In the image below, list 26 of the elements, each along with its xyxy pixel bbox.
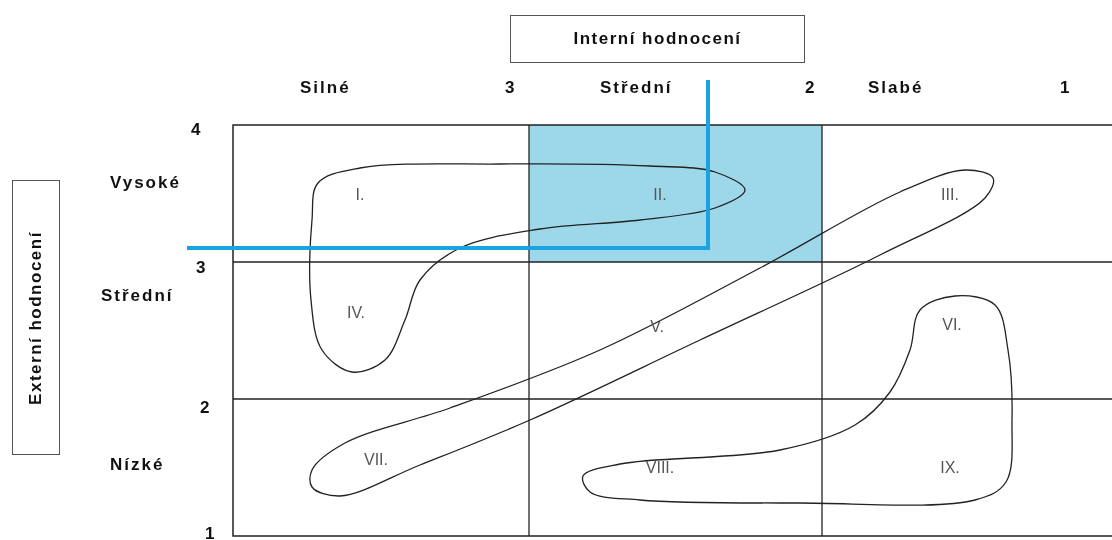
quadrant-number: VII. <box>364 451 388 469</box>
quadrant-number: II. <box>653 186 667 204</box>
scale-number: 2 <box>805 78 817 98</box>
axis-level-label: Slabé <box>868 78 924 98</box>
scale-number: 3 <box>196 258 208 278</box>
axis-level-label: Vysoké <box>110 173 181 193</box>
quadrant-number: V. <box>650 318 664 336</box>
scale-number: 2 <box>200 398 212 418</box>
axis-title: Interní hodnocení <box>573 29 742 49</box>
axis-level-label: Nízké <box>110 455 165 475</box>
axis-title: Externí hodnocení <box>26 230 46 405</box>
quadrant-number: IV. <box>346 304 366 322</box>
axis-level-label: Střední <box>101 286 174 306</box>
quadrant-number: I. <box>355 186 365 204</box>
axis-title-box <box>12 180 60 455</box>
axis-title-box <box>510 15 805 63</box>
scale-number: 4 <box>191 120 203 140</box>
scale-number: 1 <box>205 524 217 540</box>
quadrant-number: VIII. <box>645 459 675 477</box>
scale-number: 3 <box>505 78 517 98</box>
scale-number: 1 <box>1060 78 1072 98</box>
axis-level-label: Silné <box>300 78 351 98</box>
quadrant-number: VI. <box>942 316 962 334</box>
quadrant-number: IX. <box>940 459 960 477</box>
quadrant-number: III. <box>941 186 959 204</box>
axis-level-label: Střední <box>600 78 673 98</box>
